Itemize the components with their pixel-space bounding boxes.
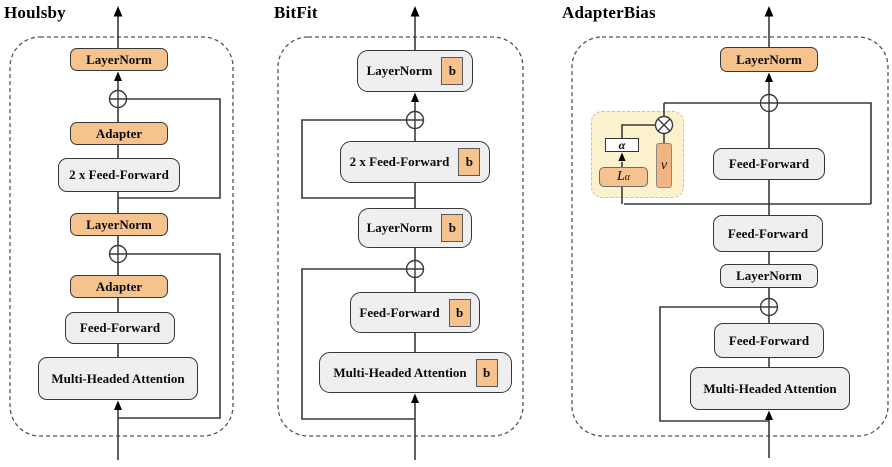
houlsby-block-layernorm-mid: LayerNorm <box>70 213 168 236</box>
houlsby-block-feed-forward: Feed-Forward <box>65 312 175 344</box>
block-label: 2 x Feed-Forward <box>349 154 450 169</box>
adapterbias-block-layernorm-top: LayerNorm <box>720 47 818 72</box>
input-arrow <box>114 400 122 410</box>
bitfit-block-feed-forward: Feed-Forward b <box>350 292 480 333</box>
v-vector-box: v <box>656 143 672 188</box>
houlsby-block-adapter-upper: Adapter <box>70 122 168 145</box>
l-alpha-subscript: α <box>624 171 631 183</box>
bitfit-add-nodes <box>405 110 425 279</box>
block-label: Feed-Forward <box>359 304 440 320</box>
bias-badge: b <box>458 148 481 176</box>
houlsby-block-layernorm-top: LayerNorm <box>70 48 168 71</box>
bitfit-block-layernorm-mid: LayerNorm b <box>358 208 472 248</box>
adapterbias-block-feed-forward-mid: Feed-Forward <box>713 215 823 252</box>
bitfit-block-2x-feed-forward: 2 x Feed-Forward b <box>340 141 490 183</box>
alpha-box: α <box>605 138 639 152</box>
bitfit-block-layernorm-top: LayerNorm b <box>357 50 473 92</box>
l-alpha-base: L <box>616 169 625 184</box>
bitfit-block-multi-headed-attention: Multi-Headed Attention b <box>319 352 512 393</box>
output-arrow <box>113 6 123 17</box>
block-label: LayerNorm <box>366 220 433 235</box>
input-arrow <box>411 393 419 403</box>
add-node <box>759 93 779 113</box>
bias-badge: b <box>441 214 464 242</box>
adapterbias-block-feed-forward-upper: Feed-Forward <box>713 148 825 180</box>
bias-badge: b <box>441 57 464 85</box>
output-arrow <box>764 6 774 17</box>
panel-title-adapterbias: AdapterBias <box>562 3 656 22</box>
adapterbias-block-feed-forward-lower: Feed-Forward <box>714 323 824 358</box>
houlsby-block-2x-feed-forward: 2 x Feed-Forward <box>58 158 180 192</box>
bias-badge: b <box>475 358 498 387</box>
bias-badge: b <box>448 298 471 327</box>
add-node <box>108 89 128 109</box>
houlsby-block-adapter-lower: Adapter <box>70 275 168 298</box>
add-node <box>759 297 779 317</box>
panel-title-bitfit: BitFit <box>274 3 318 22</box>
adapterbias-block-multi-headed-attention: Multi-Headed Attention <box>690 367 850 410</box>
panel-title-houlsby: Houlsby <box>4 3 66 22</box>
adapterbias-block-layernorm-mid: LayerNorm <box>720 264 818 288</box>
houlsby-block-multi-headed-attention: Multi-Headed Attention <box>38 357 198 400</box>
block-label: Multi-Headed Attention <box>333 364 467 380</box>
block-label: LayerNorm <box>366 63 433 78</box>
add-node <box>405 110 425 130</box>
input-arrow <box>765 410 773 420</box>
add-node <box>108 244 128 264</box>
output-arrow <box>410 6 420 17</box>
add-node <box>405 259 425 279</box>
